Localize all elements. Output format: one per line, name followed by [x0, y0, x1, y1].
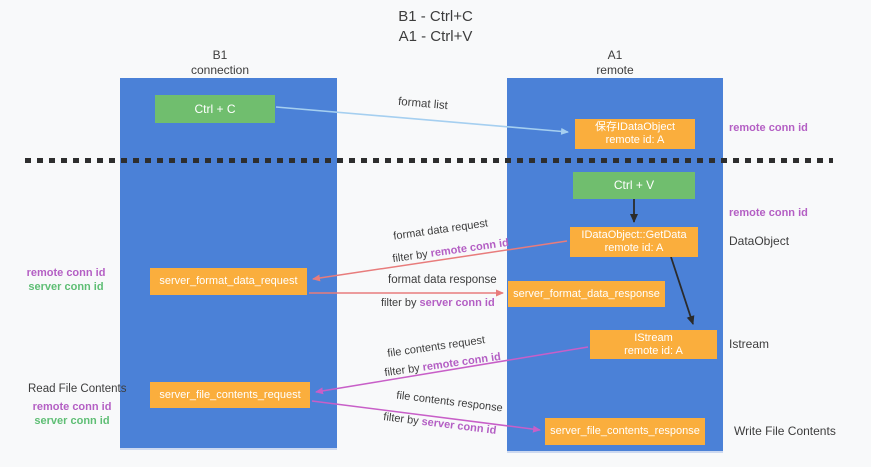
save-idataobject-line2: remote id: A — [605, 134, 665, 146]
annotation-left-top-ids: remote conn id server conn id — [24, 266, 108, 294]
ctrl-v-label: Ctrl + V — [613, 178, 655, 192]
ctrl-c-label: Ctrl + C — [194, 101, 236, 116]
filter-by-text: filter by — [383, 362, 421, 380]
annotation-write-file-contents: Write File Contents — [734, 424, 836, 438]
lane-a1-subtitle: remote — [596, 63, 634, 77]
node-istream: IStream remote id: A — [590, 330, 717, 359]
annotation-read-file-contents: Read File Contents — [28, 383, 127, 395]
lane-b1-name: B1 — [212, 48, 228, 62]
server-conn-id-text: server conn id — [419, 297, 495, 309]
annotation-remote-conn-id-top: remote conn id — [729, 122, 808, 134]
edge-label-filter-by-remote-1: filter byremote conn id — [392, 237, 510, 265]
node-ctrl-v: Ctrl + V — [573, 172, 695, 199]
diagram-title: B1 - Ctrl+C A1 - Ctrl+V — [0, 7, 871, 47]
remote-conn-id-text: remote conn id — [429, 236, 510, 260]
dashed-divider — [25, 158, 833, 163]
lane-b1-subtitle: connection — [190, 63, 250, 77]
annotation-left-top-remote-conn-id: remote conn id — [26, 267, 106, 279]
node-server-format-data-request: server_format_data_request — [150, 268, 307, 295]
remote-conn-id-text: remote conn id — [421, 350, 502, 374]
filter-by-text: filter by — [391, 248, 429, 266]
server-file-contents-response-label: server_file_contents_response — [550, 425, 700, 437]
server-format-data-response-label: server_format_data_response — [513, 287, 660, 300]
edge-label-format-data-response: format data response — [388, 274, 497, 286]
filter-by-text: filter by — [382, 411, 420, 428]
annotation-left-bottom-server-conn-id: server conn id — [34, 415, 110, 427]
lane-header-a1: A1 remote — [507, 48, 723, 78]
node-server-format-data-response: server_format_data_response — [508, 281, 665, 307]
getdata-line2: remote id: A — [604, 242, 664, 254]
edge-label-file-contents-response: file contents response — [395, 389, 504, 415]
annotation-left-bottom-remote-conn-id: remote conn id — [32, 401, 112, 413]
lane-header-b1: B1 connection — [110, 48, 330, 78]
annotation-left-bottom-ids: remote conn id server conn id — [28, 400, 116, 428]
node-ctrl-c: Ctrl + C — [155, 95, 275, 123]
annotation-istream: Istream — [729, 337, 770, 351]
node-server-file-contents-response: server_file_contents_response — [545, 418, 705, 445]
server-file-contents-request-label: server_file_contents_request — [159, 388, 301, 401]
title-line-2: A1 - Ctrl+V — [398, 28, 473, 45]
title-line-1: B1 - Ctrl+C — [398, 8, 473, 25]
node-server-file-contents-request: server_file_contents_request — [150, 382, 310, 408]
istream-line2: remote id: A — [624, 344, 683, 357]
getdata-line1: IDataObject::GetData — [581, 229, 687, 241]
annotation-data-object: DataObject — [729, 234, 790, 248]
node-save-idataobject: 保存IDataObject remote id: A — [575, 119, 695, 149]
annotation-left-top-server-conn-id: server conn id — [28, 281, 104, 293]
server-conn-id-text: server conn id — [420, 415, 497, 437]
filter-by-text: filter by — [381, 297, 417, 309]
istream-line1: IStream — [634, 331, 673, 344]
edge-label-format-data-request: format data request — [392, 217, 489, 243]
edge-label-format-list: format list — [397, 95, 449, 113]
node-idataobject-getdata: IDataObject::GetData remote id: A — [570, 227, 698, 257]
server-format-data-request-label: server_format_data_request — [159, 275, 298, 287]
lane-a1-name: A1 — [607, 48, 623, 62]
save-idataobject-line1: 保存IDataObject — [594, 121, 676, 133]
annotation-remote-conn-id-mid: remote conn id — [729, 207, 808, 219]
